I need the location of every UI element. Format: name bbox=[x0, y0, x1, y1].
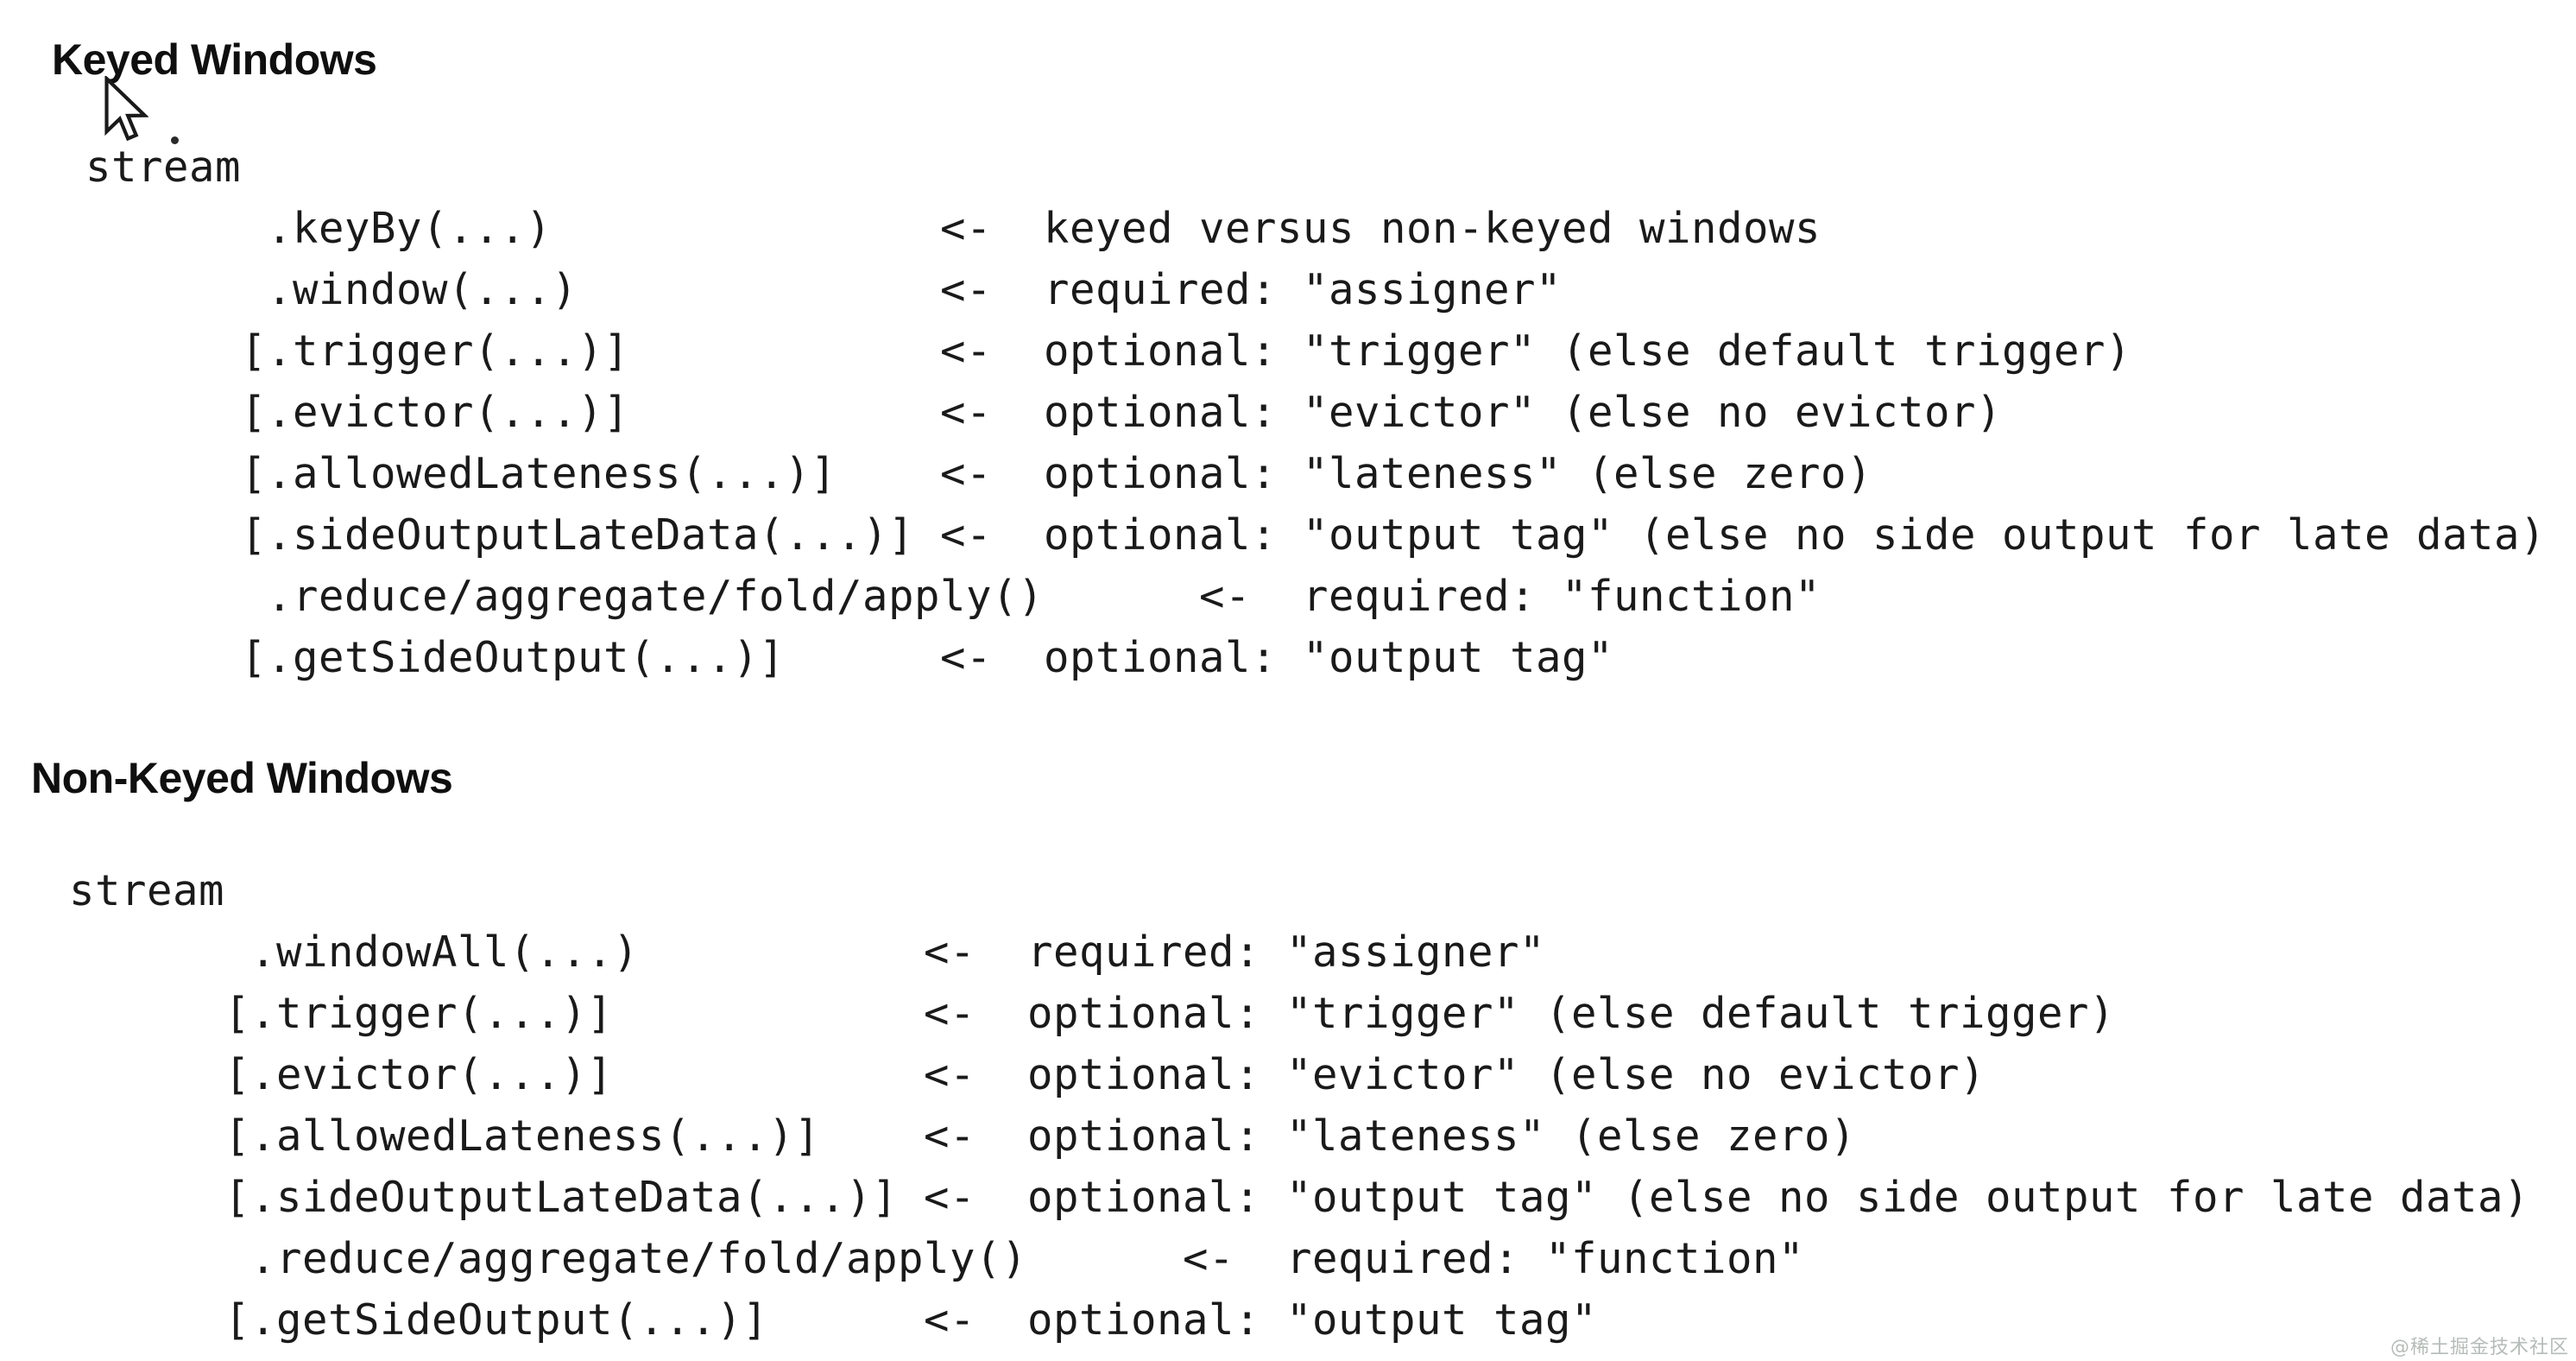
code-line: .reduce/aggregate/fold/apply() <- requir… bbox=[69, 1234, 1805, 1283]
code-line: .keyBy(...) <- keyed versus non-keyed wi… bbox=[85, 204, 1822, 253]
code-line: [.getSideOutput(...)] <- optional: "outp… bbox=[85, 633, 1614, 682]
code-line: [.evictor(...)] <- optional: "evictor" (… bbox=[85, 388, 2003, 437]
non-keyed-windows-heading: Non-Keyed Windows bbox=[31, 753, 453, 802]
code-line: .reduce/aggregate/fold/apply() <- requir… bbox=[85, 572, 1822, 621]
code-line: [.evictor(...)] <- optional: "evictor" (… bbox=[69, 1050, 1986, 1099]
non-keyed-code-block: stream .windowAll(...) <- required: "ass… bbox=[69, 860, 2529, 1351]
code-line: [.allowedLateness(...)] <- optional: "la… bbox=[85, 449, 1873, 498]
code-line: [.trigger(...)] <- optional: "trigger" (… bbox=[85, 326, 2132, 376]
code-line: [.allowedLateness(...)] <- optional: "la… bbox=[69, 1111, 1857, 1161]
code-line: .windowAll(...) <- required: "assigner" bbox=[69, 927, 1546, 977]
mouse-pointer-icon bbox=[104, 76, 148, 142]
code-line: [.sideOutputLateData(...)] <- optional: … bbox=[69, 1173, 2530, 1222]
keyed-windows-heading: Keyed Windows bbox=[52, 35, 377, 84]
code-line: [.getSideOutput(...)] <- optional: "outp… bbox=[69, 1295, 1598, 1345]
code-line: stream bbox=[85, 142, 242, 192]
pointer-artifact-dot bbox=[171, 136, 179, 144]
code-line: stream bbox=[69, 866, 225, 915]
code-line: [.trigger(...)] <- optional: "trigger" (… bbox=[69, 989, 2116, 1038]
keyed-code-block: stream .keyBy(...) <- keyed versus non-k… bbox=[85, 136, 2546, 688]
code-line: [.sideOutputLateData(...)] <- optional: … bbox=[85, 510, 2547, 560]
watermark: @稀土掘金技术社区 bbox=[2390, 1337, 2569, 1358]
code-line: .window(...) <- required: "assigner" bbox=[85, 265, 1563, 314]
